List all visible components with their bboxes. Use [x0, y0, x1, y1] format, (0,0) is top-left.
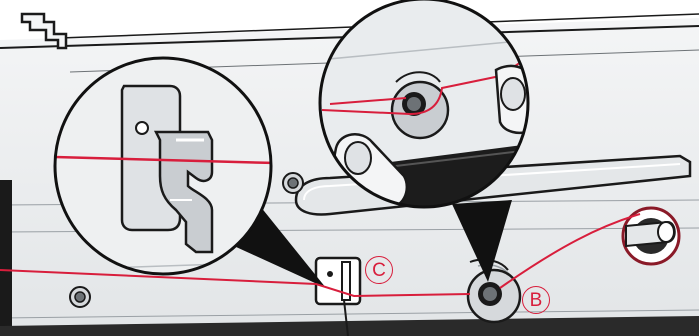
callout-label-b: B	[522, 286, 550, 314]
screw-bottom-left	[70, 287, 90, 307]
screw-left	[283, 173, 303, 193]
callout-label-c: C	[365, 256, 393, 284]
